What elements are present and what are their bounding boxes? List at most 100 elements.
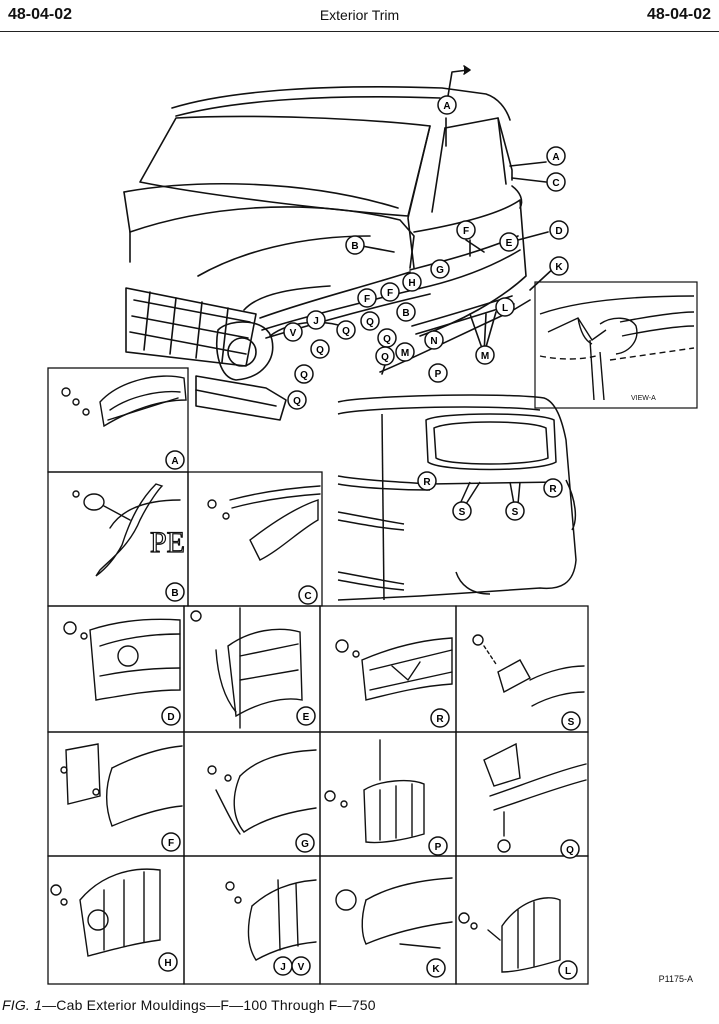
svg-text:B: B — [171, 588, 178, 599]
panel-label-B: B — [165, 582, 185, 602]
panel-k-sketch — [335, 877, 453, 949]
panel-c-sketch — [207, 485, 321, 561]
svg-text:Q: Q — [300, 370, 308, 381]
svg-text:K: K — [555, 262, 563, 273]
panel-f-sketch — [60, 743, 183, 827]
panel-p-sketch — [324, 739, 425, 844]
panel-label-E: E — [296, 706, 316, 726]
svg-text:R: R — [436, 714, 444, 725]
svg-text:Q: Q — [293, 396, 301, 407]
svg-text:F: F — [168, 838, 174, 849]
callout-Q1: Q — [360, 311, 380, 331]
callout-L: L — [495, 297, 515, 317]
rear-cab-drawing — [337, 394, 577, 601]
panel-label-H: H — [158, 952, 178, 972]
panel-label-K: K — [426, 958, 446, 978]
svg-text:Q: Q — [566, 845, 574, 856]
svg-text:C: C — [304, 591, 311, 602]
svg-text:V: V — [298, 962, 305, 973]
callout-Q3: Q — [377, 328, 397, 348]
callout-P: P — [428, 363, 448, 383]
panel-label-A: A — [165, 450, 185, 470]
svg-text:S: S — [512, 507, 519, 518]
svg-text:B: B — [351, 241, 358, 252]
callout-S1: S — [452, 501, 472, 521]
svg-text:PE: PE — [150, 526, 185, 559]
section-number-right: 48-04-02 — [646, 6, 711, 23]
svg-text:L: L — [565, 966, 571, 977]
callout-F2: F — [380, 282, 400, 302]
svg-text:Q: Q — [316, 345, 324, 356]
view-a-label: VIEW-A — [631, 395, 656, 402]
rear-callouts: R R S S — [417, 471, 563, 521]
svg-text:Q: Q — [342, 326, 350, 337]
svg-text:G: G — [301, 839, 309, 850]
svg-text:M: M — [481, 351, 489, 362]
overview-callouts: A A C D E F B G H K F F J V B Q Q Q L N … — [283, 95, 569, 410]
panel-label-S: S — [561, 711, 581, 731]
callout-Q5: Q — [310, 339, 330, 359]
svg-text:F: F — [463, 226, 469, 237]
view-a-inset — [534, 281, 698, 409]
svg-text:P: P — [435, 369, 442, 380]
callout-B2: B — [396, 302, 416, 322]
panel-r-sketch — [335, 637, 453, 701]
panel-label-P: P — [428, 836, 448, 856]
panel-g-sketch — [207, 749, 317, 835]
panel-label-Q: Q — [560, 839, 580, 859]
callout-R1: R — [417, 471, 437, 491]
callout-Q6: Q — [294, 364, 314, 384]
callout-S2: S — [505, 501, 525, 521]
callout-N: N — [424, 330, 444, 350]
svg-text:D: D — [167, 712, 174, 723]
svg-text:A: A — [171, 456, 178, 467]
svg-text:Q: Q — [381, 352, 389, 363]
callout-M2: M — [475, 345, 495, 365]
svg-text:Q: Q — [366, 317, 374, 328]
svg-text:V: V — [290, 328, 297, 339]
callout-A1: A — [437, 95, 457, 115]
svg-text:C: C — [552, 178, 559, 189]
callout-R2: R — [543, 478, 563, 498]
panel-labels: A B C D E R S F G P Q H J V K L — [158, 450, 581, 980]
panel-h-sketch — [50, 868, 161, 957]
svg-text:H: H — [164, 958, 171, 969]
svg-text:F: F — [387, 288, 393, 299]
panel-a-sketch — [61, 375, 187, 428]
header-rule — [0, 31, 719, 32]
figure-caption-text: —Cab Exterior Mouldings—F—100 Through F—… — [42, 997, 376, 1013]
svg-text:B: B — [402, 308, 409, 319]
panel-label-J: J — [273, 956, 293, 976]
svg-text:G: G — [436, 265, 444, 276]
panel-label-F: F — [161, 832, 181, 852]
panel-q-sketch — [483, 742, 587, 853]
detail-grid — [47, 367, 589, 985]
callout-E: E — [499, 232, 519, 252]
figure-number: FIG. 1 — [2, 997, 43, 1013]
svg-text:E: E — [303, 712, 310, 723]
svg-text:Q: Q — [383, 334, 391, 345]
svg-text:R: R — [549, 484, 557, 495]
svg-text:P: P — [435, 842, 442, 853]
svg-text:K: K — [432, 964, 440, 975]
svg-text:E: E — [506, 238, 513, 249]
svg-text:M: M — [401, 348, 409, 359]
panel-label-V: V — [291, 956, 311, 976]
svg-text:D: D — [555, 226, 562, 237]
section-number-left: 48-04-02 — [8, 6, 73, 23]
callout-C: C — [546, 172, 566, 192]
panel-label-L: L — [558, 960, 578, 980]
svg-text:H: H — [408, 278, 415, 289]
callout-F3: F — [357, 288, 377, 308]
callout-M1: M — [395, 342, 415, 362]
page-title: Exterior Trim — [319, 7, 400, 23]
truck-overview-drawing — [123, 65, 557, 421]
callout-Q7: Q — [287, 390, 307, 410]
figure-code: P1175-A — [658, 974, 693, 984]
detail-sketches: PE — [50, 375, 587, 973]
callout-B1: B — [345, 235, 365, 255]
panel-jv-sketch — [225, 879, 317, 961]
panel-b-sketch: PE — [72, 483, 186, 577]
figure-caption: FIG. 1—Cab Exterior Mouldings—F—100 Thro… — [2, 997, 376, 1013]
